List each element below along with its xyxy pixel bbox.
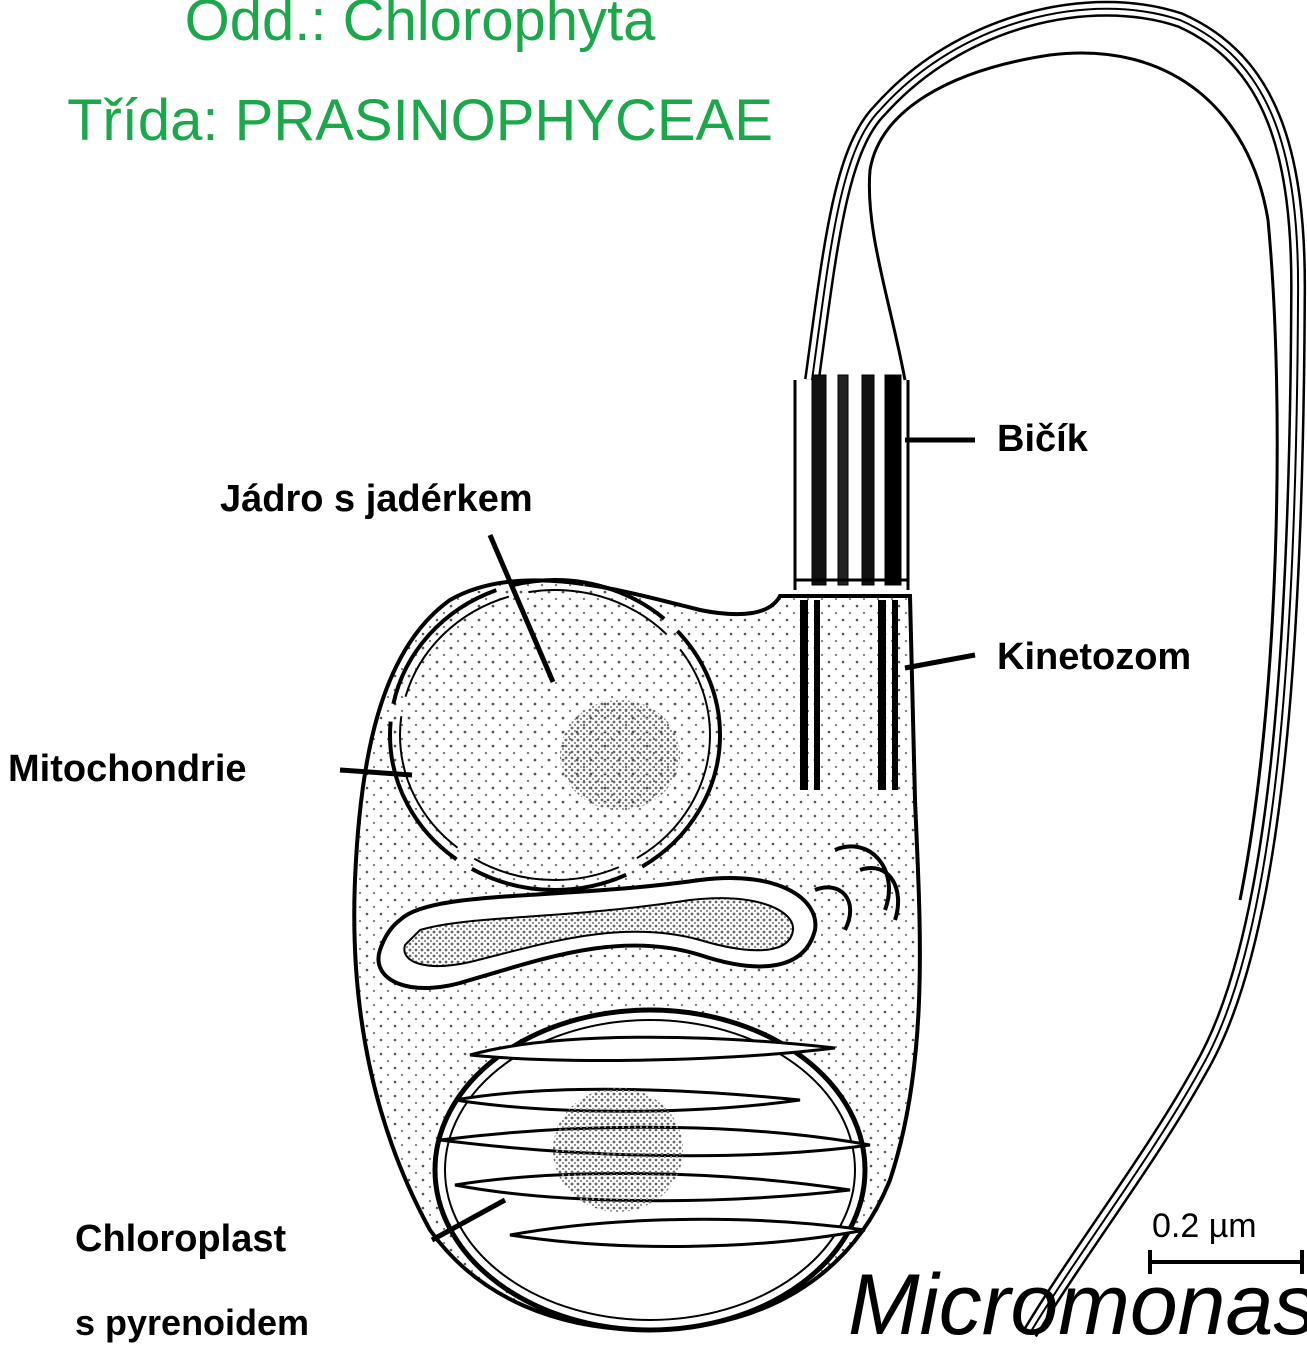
- flagellum-shaft: [795, 375, 908, 596]
- species-name: Micromonas: [848, 1262, 1307, 1348]
- pyrenoid: [553, 1088, 683, 1212]
- division-heading: Odd.: Chlorophyta: [0, 0, 840, 50]
- nucleolus: [560, 700, 680, 810]
- scale-bar-label: 0.2 µm: [1152, 1207, 1257, 1246]
- kinetosome-label: Kinetozom: [997, 638, 1191, 676]
- flagellum-label: Bičík: [997, 420, 1088, 458]
- nucleus: [390, 580, 720, 890]
- pyrenoid-label: s pyrenoidem: [75, 1305, 309, 1341]
- chloroplast-label: Chloroplast: [75, 1220, 286, 1258]
- class-heading: Třída: PRASINOPHYCEAE: [0, 92, 840, 150]
- nucleus-label: Jádro s jadérkem: [220, 480, 533, 518]
- chloroplast: [435, 1010, 870, 1330]
- mitochondrion-label: Mitochondrie: [8, 750, 247, 788]
